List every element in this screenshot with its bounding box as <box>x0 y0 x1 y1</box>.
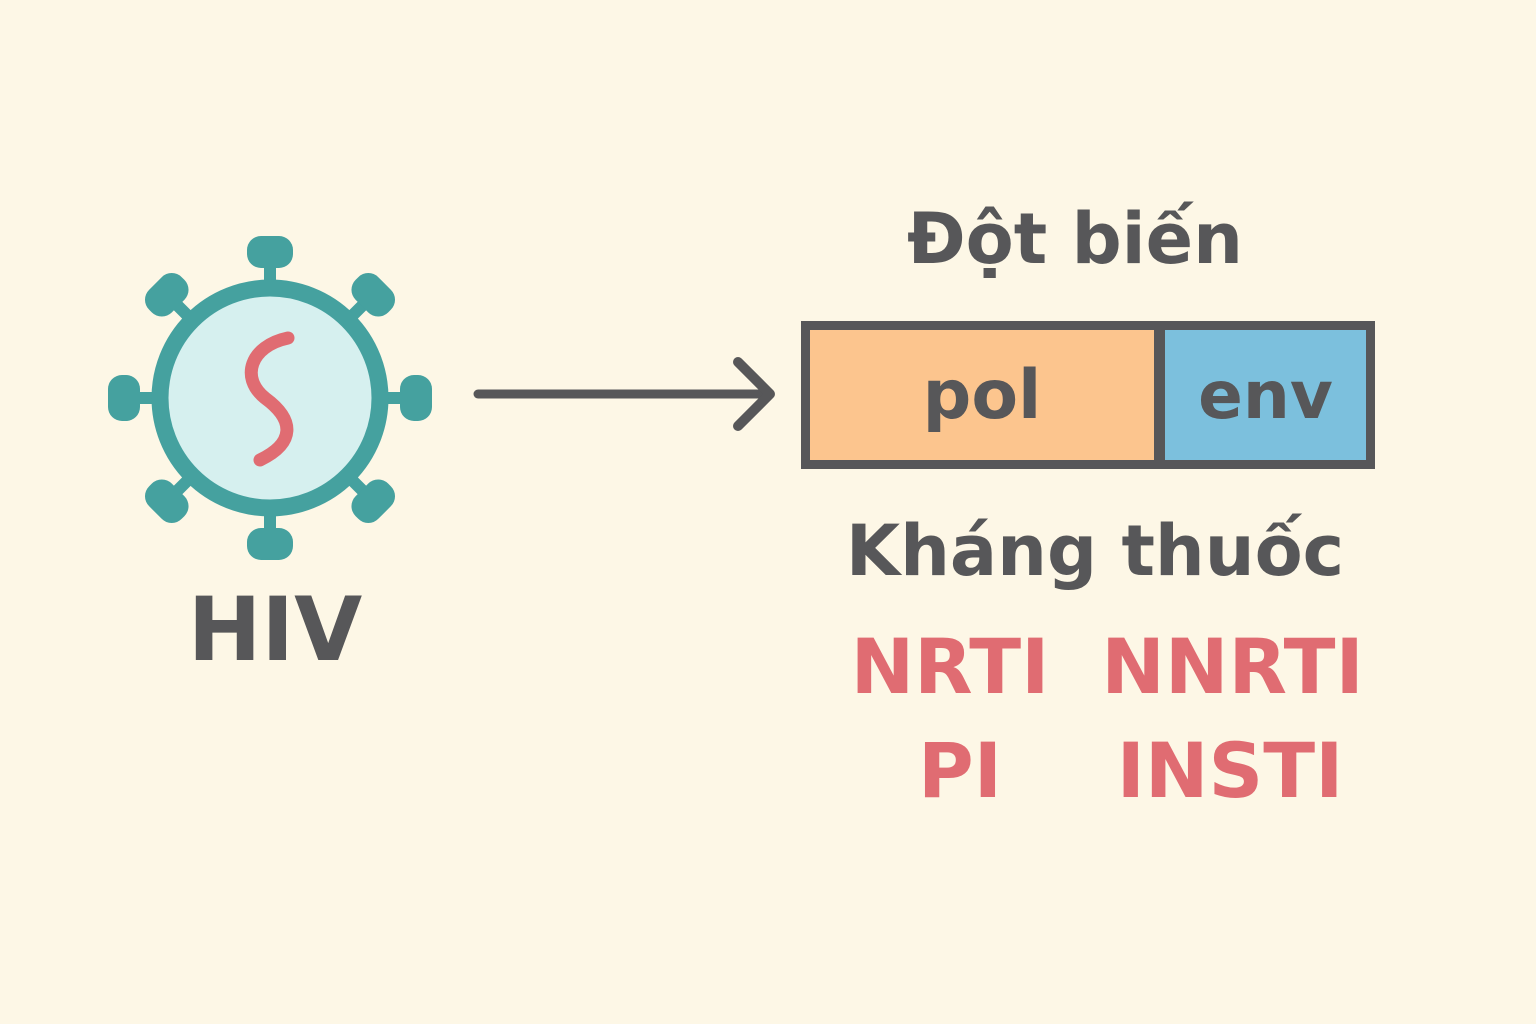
drug-class-pi: PI <box>918 726 1002 815</box>
gene-pol: pol <box>810 330 1165 460</box>
drug-class-nrti: NRTI <box>850 622 1050 711</box>
genome-bar: pol env <box>801 321 1375 469</box>
rna-strand-icon <box>244 331 295 467</box>
drug-class-insti: INSTI <box>1116 726 1344 815</box>
virus-label: HIV <box>187 578 363 681</box>
mutation-title: Đột biến <box>907 198 1243 280</box>
virus-icon <box>108 236 432 560</box>
drug-class-nnrti: NNRTI <box>1101 622 1364 711</box>
arrow-right-icon <box>473 357 775 431</box>
gene-env: env <box>1165 330 1366 460</box>
resistance-title: Kháng thuốc <box>845 510 1345 592</box>
